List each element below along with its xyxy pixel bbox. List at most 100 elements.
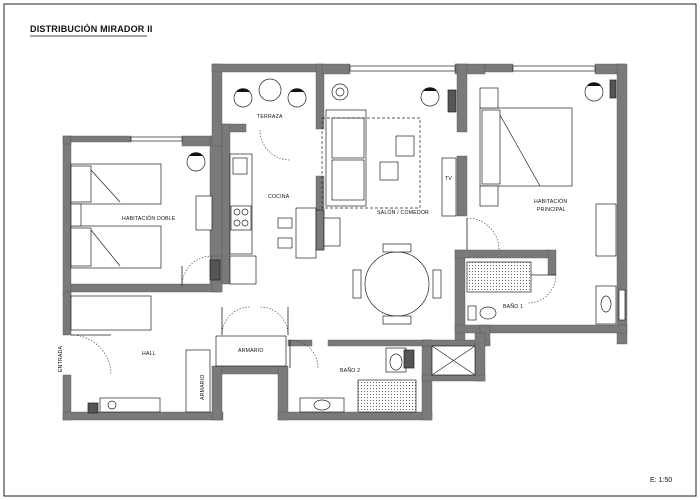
label-habitacion-principal-1: HABITACIÓN: [534, 198, 567, 205]
bed-b-pillow: [70, 227, 92, 267]
kitchen-column: [315, 209, 325, 251]
kitchen-stool-b: [277, 237, 293, 249]
label-hall: HALL: [142, 351, 156, 357]
wall-bath1-door-jamb: [547, 249, 557, 276]
terrace-chair-right: [287, 88, 307, 108]
bath1-fixtures: [466, 261, 617, 325]
armchair-salon: [420, 87, 440, 107]
hall-washbasin: [107, 400, 117, 410]
wall-shaft-bottom: [421, 374, 486, 382]
bath2-radiator: [403, 349, 415, 369]
door-arc-entry: [70, 334, 112, 376]
windows: [130, 65, 626, 321]
wall-salon-bedroom-upper: [456, 63, 468, 133]
fridge: [229, 255, 257, 285]
door-arc-armario-a: [221, 306, 251, 336]
sofa-cushion-b: [331, 159, 365, 201]
label-bano2: BAÑO 2: [340, 367, 360, 374]
bed-a-pillow: [70, 165, 92, 203]
wall-master-right: [616, 63, 628, 345]
salon-furniture: [321, 83, 457, 325]
bath1-toilet: [479, 306, 497, 320]
terrace-table: [258, 78, 282, 102]
window-bedroom-double: [130, 136, 183, 142]
wall-terrace-right: [315, 63, 325, 130]
master-bed-fold: [499, 114, 541, 187]
bath1-tub: [466, 261, 532, 293]
terrace-chair-left: [233, 88, 253, 108]
armario-box: [215, 335, 287, 367]
terrace-furniture: [233, 78, 307, 108]
dining-chair-right: [432, 269, 442, 299]
door-arc-bath1: [527, 274, 557, 304]
wall-kitchen-left: [221, 123, 231, 285]
wall-hall-armario: [211, 365, 223, 421]
label-salon: SALÓN / COMEDOR: [377, 209, 429, 216]
label-bano1: BAÑO 1: [503, 303, 523, 310]
double-bedroom-furniture: [70, 152, 221, 281]
master-dresser: [595, 203, 617, 257]
lamp-inner: [335, 87, 345, 97]
bath2-toilet: [389, 353, 403, 371]
master-radiator: [609, 79, 617, 99]
wall-bath1-bottom: [454, 324, 628, 334]
sofa-cushion-a: [331, 117, 365, 159]
side-table-b: [379, 161, 399, 181]
wall-armario-bottom: [221, 365, 281, 375]
wall-terrace-left: [211, 63, 223, 147]
bath2-fixtures: [299, 347, 417, 413]
door-arc-master: [466, 217, 500, 251]
hall-furniture: [70, 295, 287, 414]
bath1-sink: [600, 295, 612, 313]
master-bedroom-furniture: [479, 79, 617, 257]
bed-a-fold: [90, 169, 121, 203]
wall-salon-top-left: [321, 63, 351, 75]
radiator-bedroom: [209, 259, 221, 281]
tv-unit: [441, 157, 457, 217]
label-habitacion-principal-2: PRINCIPAL: [537, 207, 566, 213]
wall-master-top-left: [484, 63, 514, 73]
wall-bath2-top-left: [287, 339, 313, 347]
wall-shaft-right: [474, 332, 486, 382]
wall-bath2-top: [327, 339, 433, 347]
hall-console: [99, 397, 161, 413]
master-nightstand-b: [479, 185, 499, 207]
label-terraza: TERRAZA: [257, 114, 283, 120]
window-master: [512, 65, 596, 72]
bath1-toilet-tank: [467, 305, 477, 321]
dining-table: [364, 251, 430, 317]
bath2-tub: [357, 379, 417, 413]
wall-bath2-bottom: [277, 411, 433, 421]
radiator-kitchen: [323, 217, 341, 247]
shaft: [431, 345, 476, 376]
sheet-border: [3, 3, 697, 497]
radiator-salon: [447, 89, 457, 113]
side-table-a: [395, 135, 415, 157]
door-leaves: [71, 218, 556, 368]
wall-top-bedroom-left: [70, 135, 132, 143]
kitchen-sink: [232, 157, 248, 175]
label-armario-hall: ARMARIO: [200, 374, 206, 400]
kitchen-furniture: [229, 153, 341, 285]
dining-chair-left: [352, 269, 362, 299]
wall-terrace-top: [211, 63, 323, 73]
master-bed-pillows: [481, 109, 501, 185]
master-nightstand-a: [479, 87, 499, 109]
dining-chair-top: [382, 243, 412, 253]
label-armario: ARMARIO: [238, 348, 264, 354]
wall-top-bedroom-right: [181, 135, 213, 147]
label-tv: TV: [445, 176, 452, 182]
bath2-sink: [313, 399, 331, 411]
door-arc-bath2: [289, 339, 319, 369]
wall-bedroom-hall: [70, 283, 223, 293]
kitchen-hob: [230, 205, 252, 231]
window-bath1: [618, 289, 626, 321]
wall-bath1-top: [454, 249, 551, 259]
hall-armario: [185, 349, 211, 413]
wall-hall-bottom: [62, 411, 224, 421]
wall-salon-bedroom-lower: [456, 155, 468, 217]
hall-radiator: [87, 402, 99, 414]
armchair-bedroom: [186, 152, 206, 172]
